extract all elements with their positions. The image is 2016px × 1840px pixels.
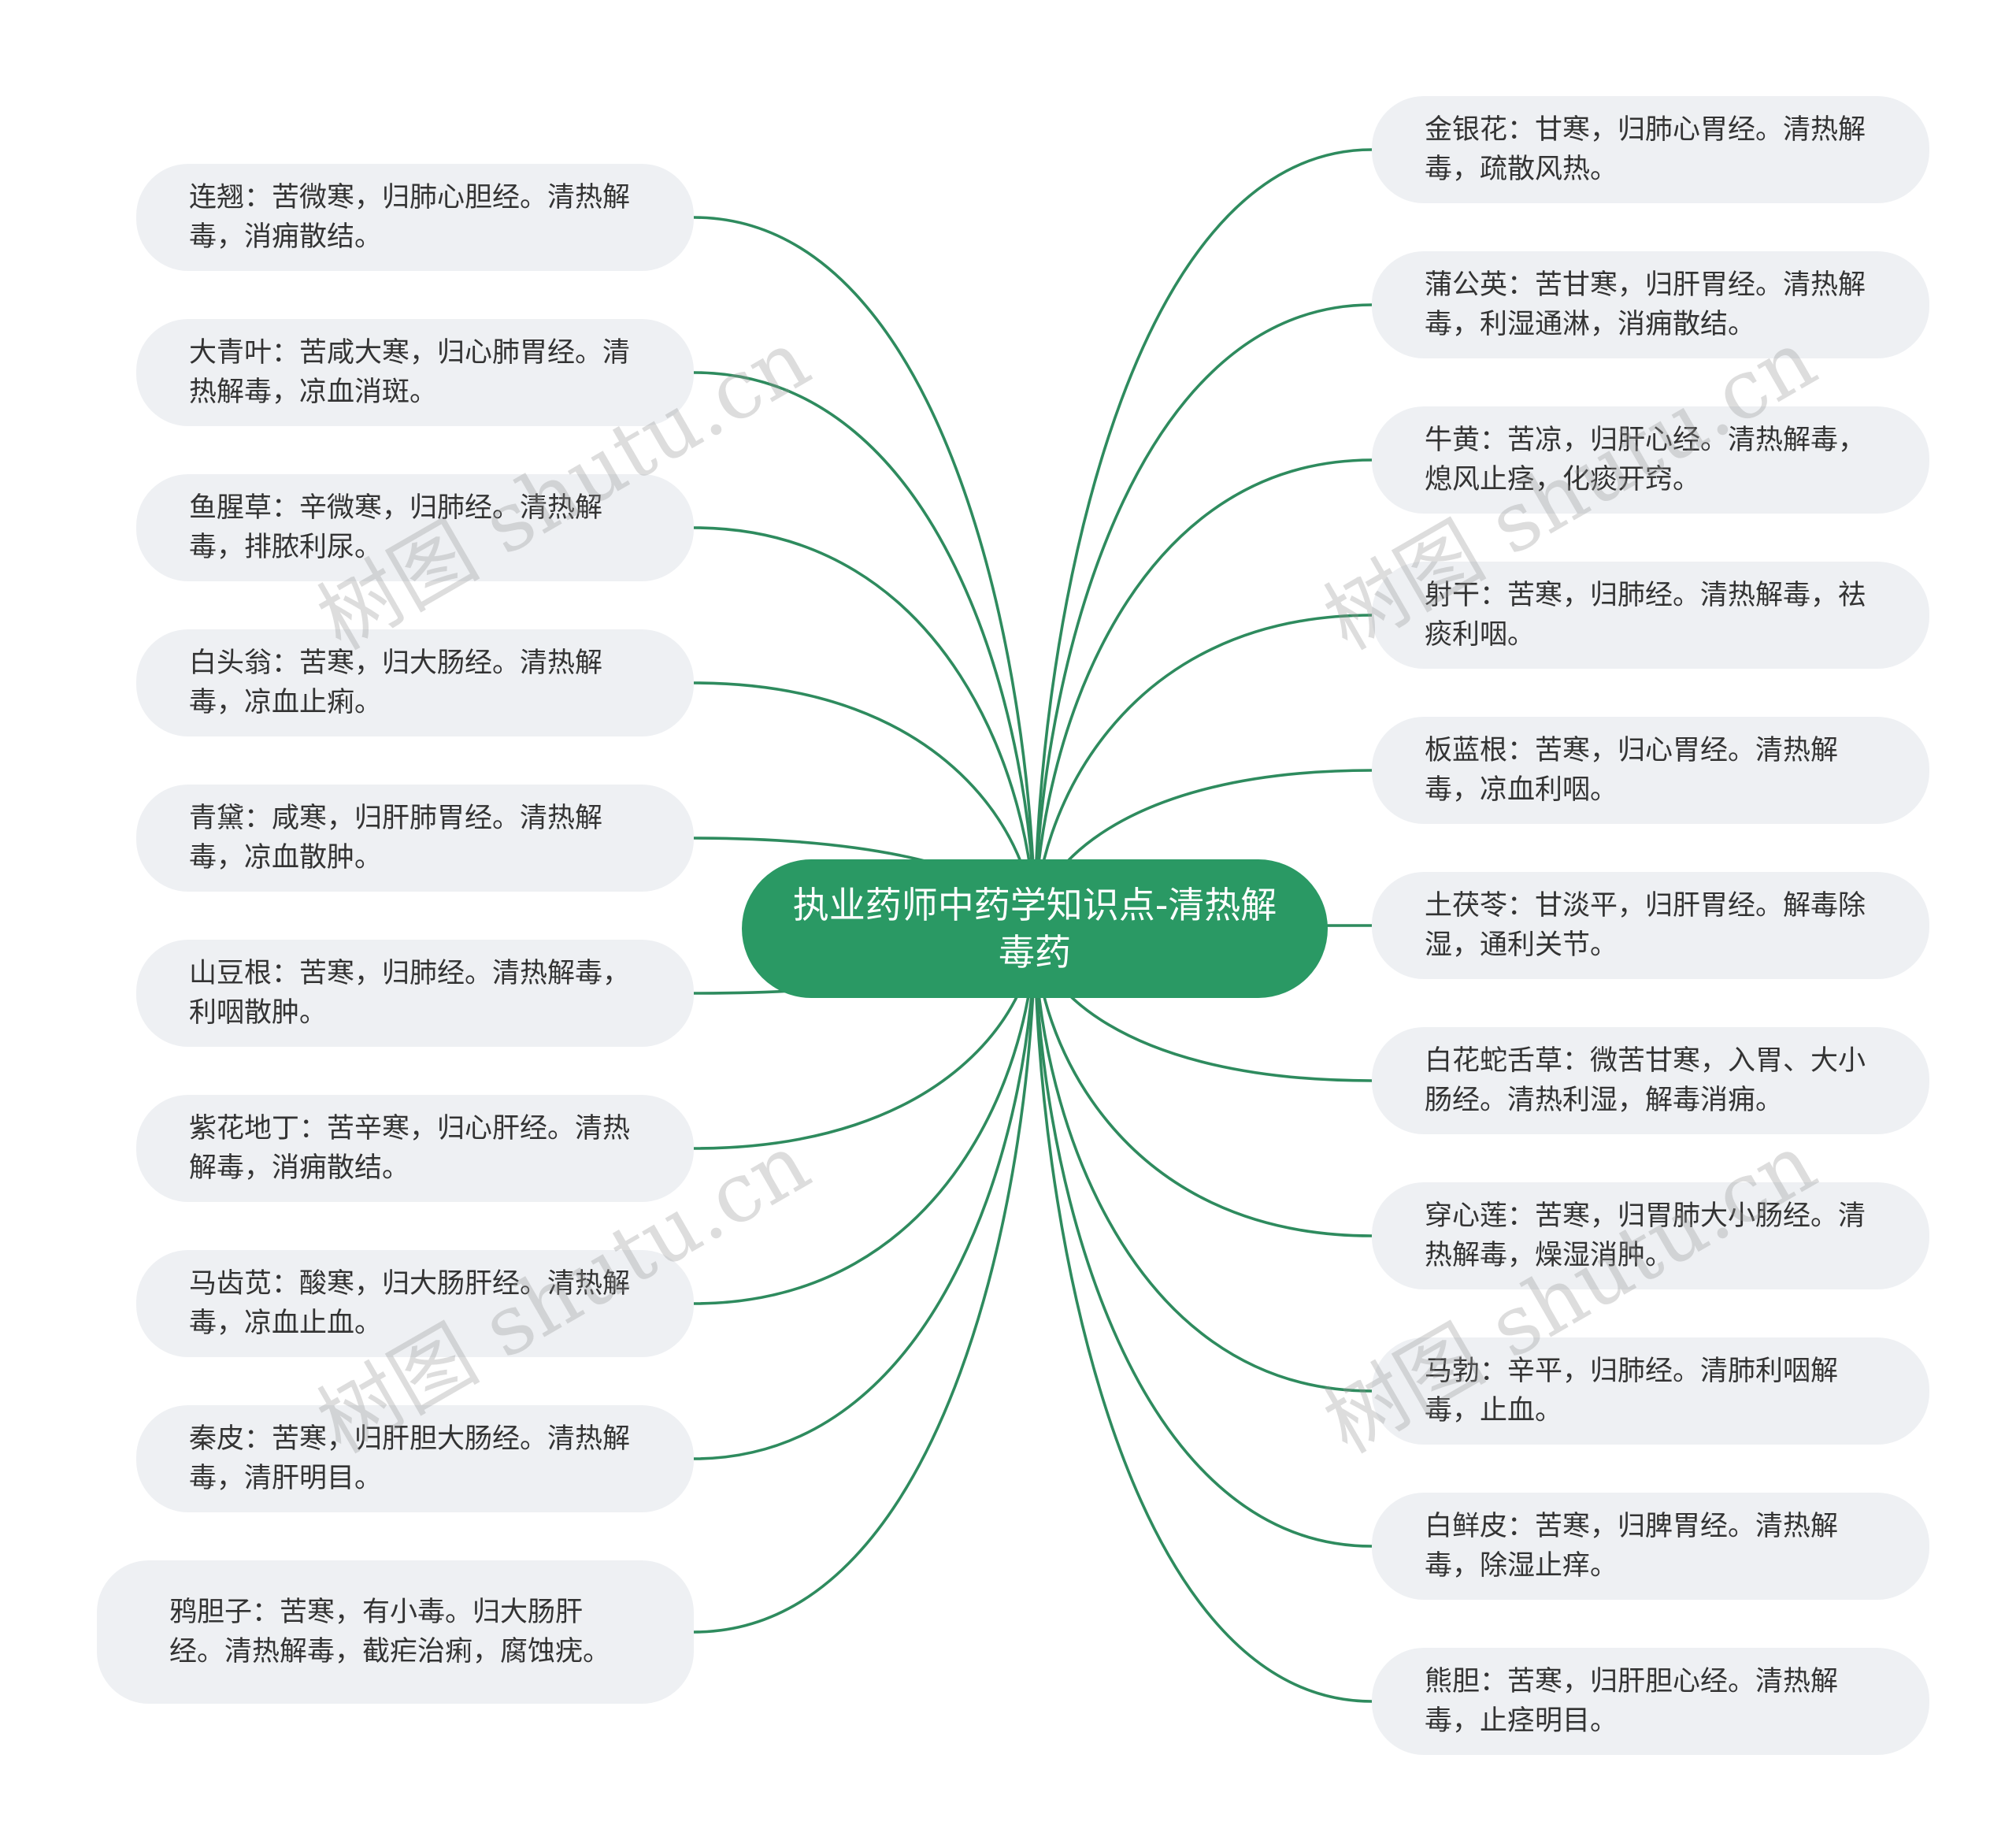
left-node-1[interactable]: 连翘：苦微寒，归肺心胆经。清热解毒，消痈散结。 bbox=[136, 164, 694, 271]
left-node-5[interactable]: 青黛：咸寒，归肝肺胃经。清热解毒，凉血散肿。 bbox=[136, 785, 694, 892]
left-node-6[interactable]: 山豆根：苦寒，归肺经。清热解毒，利咽散肿。 bbox=[136, 940, 694, 1047]
right-node-7[interactable]: 白花蛇舌草：微苦甘寒，入胃、大小肠经。清热利湿，解毒消痈。 bbox=[1372, 1027, 1929, 1134]
right-link-12 bbox=[1033, 303, 1373, 929]
right-node-6[interactable]: 土茯苓：甘淡平，归肝胃经。解毒除湿，通利关节。 bbox=[1372, 872, 1929, 979]
right-link-21 bbox=[1033, 928, 1373, 1703]
left-node-9[interactable]: 秦皮：苦寒，归肝胆大肠经。清热解毒，清肝明目。 bbox=[136, 1405, 694, 1512]
left-node-4-text: 白头翁：苦寒，归大肠经。清热解毒，凉血止痢。 bbox=[189, 647, 603, 718]
right-node-9-text: 马勃：辛平，归肺经。清肺利咽解毒，止血。 bbox=[1425, 1356, 1839, 1426]
left-node-10-text: 鸦胆子：苦寒，有小毒。归大肠肝经。清热解毒，截疟治痢，腐蚀疣。 bbox=[169, 1597, 611, 1668]
left-node-4[interactable]: 白头翁：苦寒，归大肠经。清热解毒，凉血止痢。 bbox=[136, 629, 694, 736]
right-link-11 bbox=[1033, 148, 1373, 929]
right-node-8-text: 穿心莲：苦寒，归胃肺大小肠经。清热解毒，燥湿消肿。 bbox=[1425, 1200, 1866, 1271]
root-topic-title: 执业药师中药学知识点-清热解毒药 bbox=[792, 884, 1277, 974]
root-topic[interactable]: 执业药师中药学知识点-清热解毒药 bbox=[742, 859, 1328, 998]
right-node-4-text: 射干：苦寒，归肺经。清热解毒，祛痰利咽。 bbox=[1425, 580, 1866, 651]
left-node-1-text: 连翘：苦微寒，归肺心胆经。清热解毒，消痈散结。 bbox=[189, 182, 631, 253]
right-link-13 bbox=[1033, 458, 1373, 929]
right-node-10[interactable]: 白鲜皮：苦寒，归脾胃经。清热解毒，除湿止痒。 bbox=[1372, 1493, 1929, 1600]
left-link-2 bbox=[693, 371, 1036, 929]
right-node-10-text: 白鲜皮：苦寒，归脾胃经。清热解毒，除湿止痒。 bbox=[1425, 1511, 1839, 1582]
left-node-3-text: 鱼腥草：辛微寒，归肺经。清热解毒，排脓利尿。 bbox=[189, 492, 603, 563]
left-node-10[interactable]: 鸦胆子：苦寒，有小毒。归大肠肝经。清热解毒，截疟治痢，腐蚀疣。 bbox=[97, 1560, 694, 1704]
right-node-11-text: 熊胆：苦寒，归肝胆心经。清热解毒，止痉明目。 bbox=[1425, 1666, 1839, 1737]
right-node-2-text: 蒲公英：苦甘寒，归肝胃经。清热解毒，利湿通淋，消痈散结。 bbox=[1425, 269, 1866, 340]
left-node-2-text: 大青叶：苦咸大寒，归心肺胃经。清热解毒，凉血消斑。 bbox=[189, 337, 631, 408]
left-node-2[interactable]: 大青叶：苦咸大寒，归心肺胃经。清热解毒，凉血消斑。 bbox=[136, 319, 694, 426]
right-node-3[interactable]: 牛黄：苦凉，归肝心经。清热解毒，熄风止痉，化痰开窍。 bbox=[1372, 406, 1929, 514]
left-link-10 bbox=[693, 928, 1036, 1634]
right-link-19 bbox=[1033, 928, 1373, 1393]
left-link-1 bbox=[693, 216, 1036, 929]
right-node-9[interactable]: 马勃：辛平，归肺经。清肺利咽解毒，止血。 bbox=[1372, 1337, 1929, 1445]
right-node-3-text: 牛黄：苦凉，归肝心经。清热解毒，熄风止痉，化痰开窍。 bbox=[1425, 425, 1866, 495]
left-node-5-text: 青黛：咸寒，归肝肺胃经。清热解毒，凉血散肿。 bbox=[189, 803, 603, 874]
left-node-7-text: 紫花地丁：苦辛寒，归心肝经。清热解毒，消痈散结。 bbox=[189, 1113, 631, 1184]
left-node-6-text: 山豆根：苦寒，归肺经。清热解毒，利咽散肿。 bbox=[189, 958, 631, 1029]
right-node-4[interactable]: 射干：苦寒，归肺经。清热解毒，祛痰利咽。 bbox=[1372, 562, 1929, 669]
right-node-8[interactable]: 穿心莲：苦寒，归胃肺大小肠经。清热解毒，燥湿消肿。 bbox=[1372, 1182, 1929, 1289]
left-node-3[interactable]: 鱼腥草：辛微寒，归肺经。清热解毒，排脓利尿。 bbox=[136, 474, 694, 581]
left-node-7[interactable]: 紫花地丁：苦辛寒，归心肝经。清热解毒，消痈散结。 bbox=[136, 1095, 694, 1202]
right-node-2[interactable]: 蒲公英：苦甘寒，归肝胃经。清热解毒，利湿通淋，消痈散结。 bbox=[1372, 251, 1929, 358]
right-node-7-text: 白花蛇舌草：微苦甘寒，入胃、大小肠经。清热利湿，解毒消痈。 bbox=[1425, 1045, 1866, 1116]
right-node-1-text: 金银花：甘寒，归肺心胃经。清热解毒，疏散风热。 bbox=[1425, 114, 1866, 185]
right-node-5[interactable]: 板蓝根：苦寒，归心胃经。清热解毒，凉血利咽。 bbox=[1372, 717, 1929, 824]
left-link-9 bbox=[693, 928, 1036, 1460]
right-node-6-text: 土茯苓：甘淡平，归肝胃经。解毒除湿，通利关节。 bbox=[1425, 890, 1866, 961]
right-node-5-text: 板蓝根：苦寒，归心胃经。清热解毒，凉血利咽。 bbox=[1425, 735, 1839, 806]
right-link-20 bbox=[1033, 928, 1373, 1548]
left-node-8[interactable]: 马齿苋：酸寒，归大肠肝经。清热解毒，凉血止血。 bbox=[136, 1250, 694, 1357]
left-node-8-text: 马齿苋：酸寒，归大肠肝经。清热解毒，凉血止血。 bbox=[189, 1268, 631, 1339]
right-node-1[interactable]: 金银花：甘寒，归肺心胃经。清热解毒，疏散风热。 bbox=[1372, 96, 1929, 203]
right-node-11[interactable]: 熊胆：苦寒，归肝胆心经。清热解毒，止痉明目。 bbox=[1372, 1648, 1929, 1755]
left-node-9-text: 秦皮：苦寒，归肝胆大肠经。清热解毒，清肝明目。 bbox=[189, 1423, 631, 1494]
